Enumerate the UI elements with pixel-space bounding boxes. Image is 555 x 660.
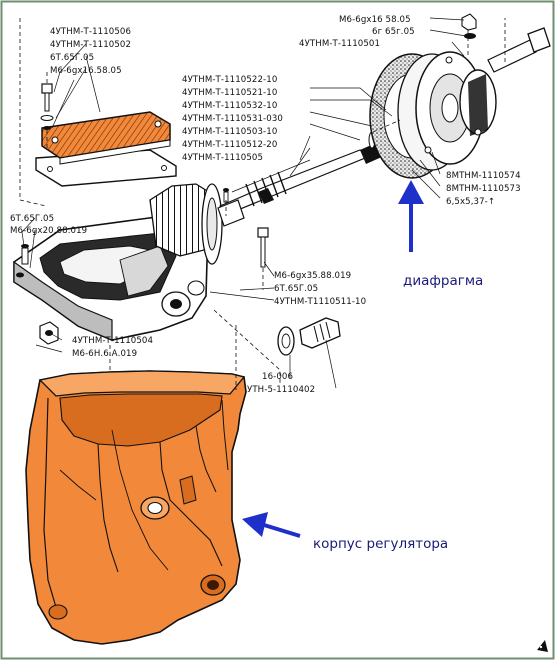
label-stack-6: 4УТНМ-Т-1110512-20 — [182, 140, 277, 150]
label-cover-washer: 6Т.65Г.05 — [50, 53, 94, 63]
diaphragm-arrow — [398, 180, 424, 252]
label-top-washer: 6г 65г.05 — [372, 27, 415, 37]
label-diaphragm-2: 8МТНМ-1110573 — [446, 184, 521, 194]
main-body — [13, 183, 223, 345]
label-mid-bolt: М6-6gx35.88.019 — [274, 271, 351, 281]
label-nut-cap: 4УТНМ-Т-1110504 — [72, 336, 153, 346]
regulator-housing — [25, 370, 247, 645]
callout-diaphragm: диафрагма — [403, 273, 483, 289]
housing-arrow — [242, 512, 301, 538]
leader-lines — [21, 17, 467, 389]
label-cover-bolt: 4УТНМ-Т-1110506 — [50, 27, 131, 37]
label-stack-7: 4УТНМ-Т-1110505 — [182, 153, 263, 163]
cover-plate — [35, 111, 177, 187]
plunger-assembly — [217, 131, 384, 227]
label-stack-5: 4УТНМ-Т-1110503-10 — [182, 127, 277, 137]
cover-screw — [40, 83, 54, 130]
label-mid-washer: 6Т.65Г.05 — [274, 284, 318, 294]
drain-plug — [277, 317, 341, 356]
label-cover: 4УТНМ-Т-1110502 — [50, 40, 131, 50]
mid-bolt — [223, 188, 269, 268]
diaphragm-assembly — [369, 51, 497, 179]
callout-regulator-housing: корпус регулятора — [313, 536, 448, 552]
label-flange: 4УТНМ-Т-1110501 — [299, 39, 380, 49]
corner-mark — [537, 640, 548, 652]
label-plug-1: 16-006 — [262, 372, 293, 382]
label-left-washer: 6Т.65Г.05 — [10, 214, 54, 224]
label-stack-1: 4УТНМ-Т-1110522-10 — [182, 75, 277, 85]
label-cover-screw: М6-6gx16.58.05 — [50, 66, 122, 76]
label-diaphragm-3: 6,5х5,37-↑ — [446, 197, 495, 207]
label-top-screw: М6-6gx16 58.05 — [339, 15, 411, 25]
label-stack-2: 4УТНМ-Т-1110521-10 — [182, 88, 277, 98]
label-stack-4: 4УТНМ-Т-1110531-030 — [182, 114, 283, 124]
label-stack-3: 4УТНМ-Т-1110532-10 — [182, 101, 277, 111]
label-mid-part: 4УТНМ-Т1110511-10 — [274, 297, 366, 307]
part-labels: 4УТНМ-Т-1110506 4УТНМ-Т-1110502 6Т.65Г.0… — [10, 15, 521, 395]
label-plug-2: УТН-5-1110402 — [247, 385, 315, 395]
flange-bolt — [487, 27, 551, 73]
label-nut: М6-6Н.6.А.019 — [72, 349, 137, 359]
top-screw — [461, 13, 477, 39]
label-diaphragm-1: 8МТНМ-1110574 — [446, 171, 521, 181]
assembly-lines — [19, 18, 506, 390]
label-left-bolt: М6-6gx20.88.019 — [10, 226, 87, 236]
